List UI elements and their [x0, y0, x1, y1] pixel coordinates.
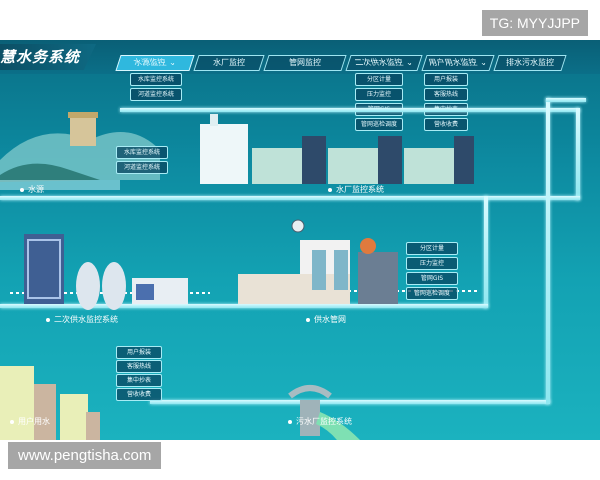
node-secondary-supply[interactable]: 二次供水监控系统 — [46, 314, 118, 325]
tab-label: 用户用水监控 — [427, 58, 479, 67]
chevron-down-icon: ⌄ — [478, 58, 488, 67]
network-gis-button[interactable]: 管网GIS — [406, 272, 458, 285]
node-dot-icon — [10, 419, 14, 424]
tab-network-monitoring[interactable]: 管网监控 — [263, 55, 347, 71]
dropdown-item[interactable]: 分区计量 — [355, 73, 403, 86]
node-dot-icon — [288, 419, 292, 424]
pipeline — [120, 108, 580, 112]
tab-source-monitoring[interactable]: 水源监控 ⌄ — [115, 55, 195, 71]
pipeline — [150, 400, 550, 404]
watermark-bottom: www.pengtisha.com — [8, 442, 162, 469]
tab-label: 管网监控 — [289, 58, 321, 67]
node-supply-network[interactable]: 供水管网 — [306, 314, 346, 325]
pipeline — [576, 108, 580, 200]
user-meter-reading-button[interactable]: 集中抄表 — [116, 374, 162, 387]
pipeline — [546, 98, 550, 404]
user-hotline-button[interactable]: 客服热线 — [116, 360, 162, 373]
dropdown-item[interactable]: 管网巡检调度 — [355, 118, 403, 131]
tab-secondary-supply-monitoring[interactable]: 二次供水监控 ⌄ — [345, 55, 423, 71]
network-zone-metering-button[interactable]: 分区计量 — [406, 242, 458, 255]
dropdown-item[interactable]: 水库监控系统 — [130, 73, 182, 86]
node-dot-icon — [306, 317, 310, 322]
water-affairs-dashboard: 慧水务系统 水源监控 ⌄ 水厂监控 管网监控 二次供水监控 ⌄ 用户用水监控 ⌄… — [0, 40, 600, 440]
tab-label: 排水污水监控 — [506, 58, 554, 67]
dropdown-item[interactable]: 河道监控系统 — [130, 88, 182, 101]
node-user-water[interactable]: 用户用水 — [10, 416, 50, 427]
pipeline — [484, 196, 488, 308]
tab-label: 水源监控 — [132, 58, 168, 67]
flow-indicator — [330, 290, 480, 292]
network-inspection-button[interactable]: 管网巡检调度 — [406, 287, 458, 300]
source-reservoir-button[interactable]: 水库监控系统 — [116, 146, 168, 159]
tab-drainage-sewage-monitoring[interactable]: 排水污水监控 — [493, 55, 567, 71]
watermark-top: TG: MYYJJPP — [481, 10, 588, 36]
chevron-down-icon: ⌄ — [404, 58, 414, 67]
scene-illustration — [0, 112, 474, 440]
dropdown-item[interactable]: 压力监控 — [355, 88, 403, 101]
pipeline — [546, 98, 586, 102]
node-water-source[interactable]: 水源 — [20, 184, 44, 195]
dropdown-item[interactable]: 客服热线 — [424, 88, 468, 101]
node-water-plant[interactable]: 水厂监控系统 — [328, 184, 384, 195]
tab-label: 水厂监控 — [213, 58, 245, 67]
app-title: 慧水务系统 — [0, 44, 97, 70]
pipeline — [0, 304, 488, 308]
node-dot-icon — [328, 187, 332, 192]
user-install-button[interactable]: 用户报装 — [116, 346, 162, 359]
network-pressure-button[interactable]: 压力监控 — [406, 257, 458, 270]
dropdown-item[interactable]: 营收收费 — [424, 118, 468, 131]
tab-user-water-monitoring[interactable]: 用户用水监控 ⌄ — [421, 55, 495, 71]
pipeline — [0, 196, 580, 200]
tab-label: 二次供水监控 — [353, 58, 405, 67]
user-billing-button[interactable]: 营收收费 — [116, 388, 162, 401]
chevron-down-icon: ⌄ — [167, 58, 177, 67]
node-dot-icon — [20, 187, 24, 192]
tab-plant-monitoring[interactable]: 水厂监控 — [193, 55, 265, 71]
node-dot-icon — [46, 317, 50, 322]
dropdown-item[interactable]: 用户报装 — [424, 73, 468, 86]
source-river-button[interactable]: 河道监控系统 — [116, 161, 168, 174]
node-sewage-plant[interactable]: 污水厂监控系统 — [288, 416, 352, 427]
